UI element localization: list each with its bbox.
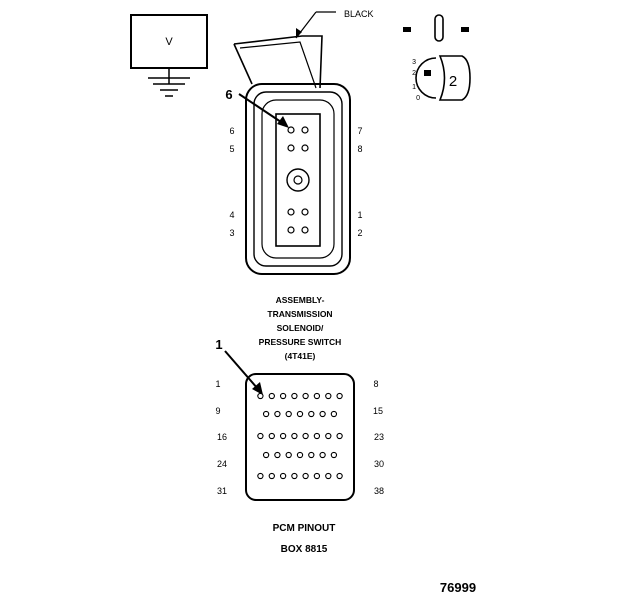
pcm-callout: 1 [215, 337, 263, 395]
voltmeter: V [130, 14, 208, 84]
pcm-pin-24 [262, 451, 270, 459]
solenoid-pin-holes [287, 126, 309, 234]
pcm-pin-5 [302, 392, 309, 400]
pcm-pin-4 [291, 392, 298, 400]
pcm-pin-29 [319, 451, 326, 459]
pcm-row1-left: 1 [215, 379, 220, 389]
pcm-pin-36 [313, 472, 321, 480]
pcm-pin-14 [319, 410, 326, 418]
pcm-pin-25 [274, 451, 281, 459]
pcm-title: PCM PINOUT BOX 8815 [273, 523, 336, 555]
connector-callout-number: 6 [225, 87, 232, 102]
svg-text:PCM PINOUT: PCM PINOUT [273, 523, 336, 534]
pin-label-7: 7 [357, 126, 362, 136]
pcm-pin-33 [279, 472, 287, 480]
pcm-pin-18 [279, 432, 287, 440]
pcm-pin-19 [291, 432, 298, 440]
pcm-pin-8 [336, 392, 343, 400]
component-title: ASSEMBLY- TRANSMISSION SOLENOID/ PRESSUR… [259, 295, 342, 361]
dial-scale-0: 0 [416, 95, 420, 102]
meter-callout: 2 [449, 73, 457, 90]
pcm-row3-left: 16 [217, 432, 227, 442]
pin-6-hole [287, 126, 295, 134]
dial-scale-2: 2 [412, 70, 416, 77]
pcm-row1-right: 8 [373, 379, 378, 389]
dial-scale-3: 3 [412, 59, 416, 66]
pin-label-4: 4 [229, 210, 234, 220]
svg-text:TRANSMISSION: TRANSMISSION [267, 309, 332, 319]
pin-label-1: 1 [357, 210, 362, 220]
pcm-pin-2 [268, 392, 275, 400]
pin-2-hole [301, 226, 309, 234]
pcm-pin-27 [296, 451, 304, 459]
dial-scale-1: 1 [412, 84, 416, 91]
pcm-row5-right: 38 [374, 486, 384, 496]
pcm-pin-7 [325, 392, 332, 400]
pcm-row2-left: 9 [215, 406, 220, 416]
pcm-pin-23 [336, 432, 343, 440]
rotary-dial-icon: 3 2 1 0 2 [412, 55, 471, 102]
pcm-row4-left: 24 [217, 459, 227, 469]
pin-3-hole [287, 226, 295, 234]
pcm-pin-11 [285, 410, 292, 418]
pin-label-3: 3 [229, 228, 234, 238]
pcm-pin-20 [302, 432, 309, 440]
voltmeter-label: V [165, 36, 173, 48]
ground-symbol [148, 77, 190, 97]
pin-5-hole [287, 144, 295, 152]
meter-switch-icon [403, 14, 469, 42]
pcm-pin-30 [330, 451, 338, 459]
pcm-row5-left: 31 [217, 486, 227, 496]
solenoid-connector: 6 5 4 3 7 8 1 2 [229, 83, 363, 275]
pcm-pin-10 [274, 410, 281, 418]
pcm-pin-35 [302, 472, 309, 480]
pin-label-6: 6 [229, 126, 234, 136]
pcm-pin-16 [257, 432, 264, 440]
pcm-pin-21 [313, 432, 321, 440]
pcm-pin-37 [325, 472, 332, 480]
connector-callout: 6 [225, 87, 289, 128]
pcm-row3-right: 23 [374, 432, 384, 442]
pcm-pinout-box: 1 8 9 15 16 23 24 30 31 38 [215, 373, 384, 501]
pcm-pin-13 [308, 410, 315, 418]
pin-8-hole [301, 144, 309, 152]
pin-label-2: 2 [357, 228, 362, 238]
pcm-pin-6 [313, 392, 321, 400]
pin-1-hole [301, 208, 309, 216]
pin-label-5: 5 [229, 144, 234, 154]
pcm-pin-38 [336, 472, 343, 480]
pcm-pin-12 [296, 410, 304, 418]
pcm-pin-holes [257, 392, 343, 480]
pin-7-hole [301, 126, 309, 134]
pcm-pin-34 [291, 472, 298, 480]
svg-text:ASSEMBLY-: ASSEMBLY- [276, 295, 325, 305]
pcm-row4-right: 30 [374, 459, 384, 469]
pcm-pin-17 [268, 432, 275, 440]
pin-label-8: 8 [357, 144, 362, 154]
pcm-pin-15 [330, 410, 338, 418]
pcm-pin-9 [262, 410, 270, 418]
pcm-pin-26 [285, 451, 292, 459]
pin-4-hole [287, 208, 295, 216]
svg-text:BOX 8815: BOX 8815 [281, 544, 328, 555]
figure-number: 76999 [440, 580, 476, 595]
pcm-pin-31 [257, 472, 264, 480]
svg-text:SOLENOID/: SOLENOID/ [277, 323, 324, 333]
pcm-pin-3 [279, 392, 287, 400]
svg-text:PRESSURE SWITCH: PRESSURE SWITCH [259, 337, 342, 347]
wire-color-label: BLACK [344, 9, 374, 19]
wire-harness: BLACK [233, 9, 374, 89]
pcm-pin-32 [268, 472, 275, 480]
pcm-row2-right: 15 [373, 406, 383, 416]
pcm-callout-number: 1 [215, 337, 222, 352]
svg-text:(4T41E): (4T41E) [285, 351, 316, 361]
pcm-pin-28 [308, 451, 315, 459]
pcm-pin-22 [325, 432, 332, 440]
